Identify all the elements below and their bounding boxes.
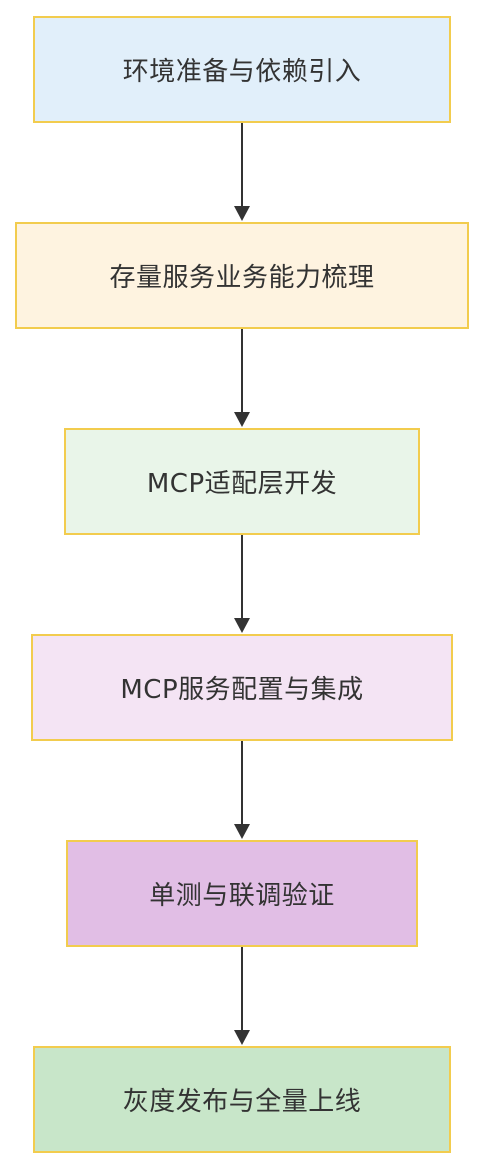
step-service-configuration: MCP服务配置与集成 <box>31 634 453 741</box>
step-release-rollout-label: 灰度发布与全量上线 <box>122 1087 362 1117</box>
step-capability-review-label: 存量服务业务能力梳理 <box>109 263 375 293</box>
edge-arrowhead-2 <box>234 412 250 427</box>
step-testing-validation: 单测与联调验证 <box>66 840 418 947</box>
edge-arrowhead-5 <box>234 1030 250 1045</box>
edge-arrowhead-3 <box>234 618 250 633</box>
edge-arrowhead-4 <box>234 824 250 839</box>
step-adapter-development: MCP适配层开发 <box>64 428 420 535</box>
edge-arrowhead-1 <box>234 206 250 221</box>
step-service-configuration-label: MCP服务配置与集成 <box>120 675 364 705</box>
step-release-rollout: 灰度发布与全量上线 <box>33 1046 451 1153</box>
step-adapter-development-label: MCP适配层开发 <box>146 469 338 499</box>
step-environment-setup-label: 环境准备与依赖引入 <box>122 57 362 87</box>
step-testing-validation-label: 单测与联调验证 <box>149 881 335 911</box>
step-environment-setup: 环境准备与依赖引入 <box>33 16 451 123</box>
step-capability-review: 存量服务业务能力梳理 <box>15 222 469 329</box>
